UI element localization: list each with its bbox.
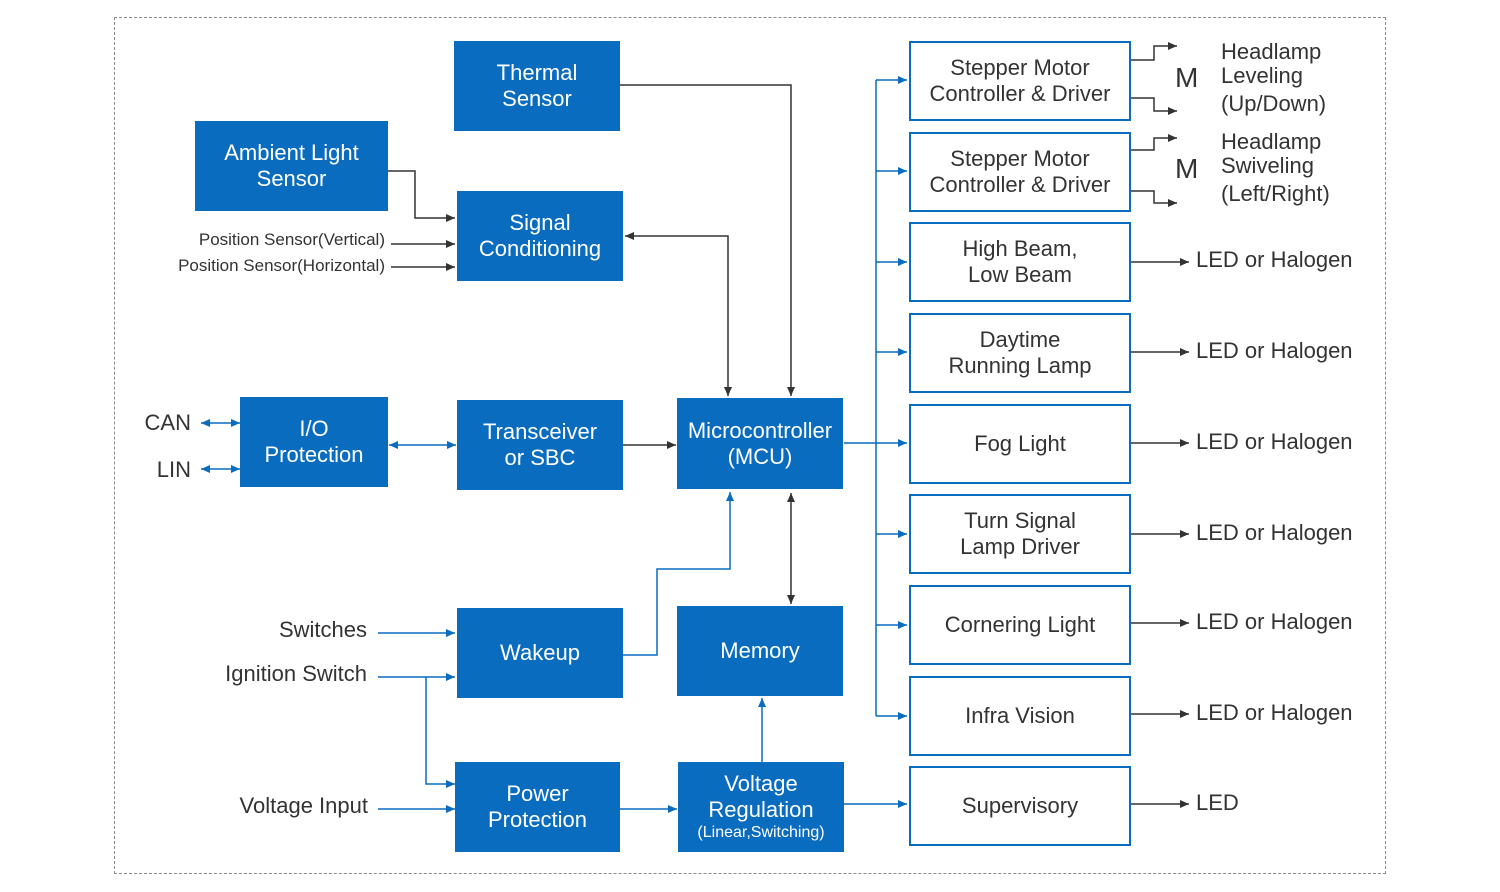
driver-line-1: Cornering Light	[944, 612, 1096, 637]
output-led-or-halogen: LED or Halogen	[1196, 700, 1353, 725]
ambient-light-sensor-line-1: Ambient Light	[224, 140, 359, 165]
infra-vision-driver: Infra Vision	[909, 676, 1131, 756]
voltage-regulation-subtitle: (Linear,Switching)	[697, 824, 825, 841]
position-sensor-horizontal-label: Position Sensor(Horizontal)	[178, 256, 385, 275]
ambient-light-sensor-line-2: Sensor	[256, 166, 327, 191]
signal-conditioning-block: Signal Conditioning	[457, 191, 623, 281]
memory-block: Memory	[677, 606, 843, 696]
wakeup-block: Wakeup	[457, 608, 623, 698]
output-led-or-halogen: LED or Halogen	[1196, 520, 1353, 545]
driver-line-1: High Beam,	[962, 236, 1078, 261]
lin-label: LIN	[156, 457, 191, 482]
voltage-regulation-block: Voltage Regulation (Linear,Switching)	[678, 762, 844, 852]
headlamp-leveling-line-2: Leveling	[1221, 63, 1303, 88]
microcontroller-line-1: Microcontroller	[687, 417, 833, 443]
driver-line-2: Controller & Driver	[929, 81, 1111, 106]
turn-signal-lamp-driver: Turn Signal Lamp Driver	[909, 494, 1131, 574]
driver-line-2: Running Lamp	[948, 353, 1092, 378]
memory-label: Memory	[720, 638, 800, 663]
driver-line-1: Supervisory	[961, 793, 1079, 818]
driver-line-1: Daytime	[979, 327, 1061, 352]
headlamp-leveling-line-3: (Up/Down)	[1221, 91, 1327, 116]
wakeup-label: Wakeup	[500, 640, 580, 665]
stepper-motor-driver-leveling: Stepper Motor Controller & Driver	[909, 41, 1131, 121]
cornering-light-driver: Cornering Light	[909, 585, 1131, 665]
thermal-sensor-line-1: Thermal	[496, 60, 578, 85]
headlamp-swiveling-line-1: Headlamp	[1221, 129, 1322, 154]
voltage-regulation-line-2: Regulation	[708, 797, 814, 822]
power-protection-block: Power Protection	[455, 762, 620, 852]
power-protection-line-1: Power	[506, 781, 569, 806]
driver-line-2: Low Beam	[968, 262, 1072, 287]
diagram-frame	[114, 17, 1386, 874]
microcontroller-line-2: (MCU)	[727, 443, 793, 469]
power-protection-line-2: Protection	[487, 807, 588, 832]
io-protection-line-2: Protection	[264, 442, 364, 467]
can-label: CAN	[144, 410, 191, 435]
motor-symbol-swiveling: M	[1175, 153, 1199, 184]
headlamp-swiveling-line-3: (Left/Right)	[1221, 181, 1330, 206]
output-led-or-halogen: LED or Halogen	[1196, 247, 1353, 272]
io-protection-line-1: I/O	[299, 416, 329, 441]
io-protection-block: I/O Protection	[240, 397, 388, 487]
driver-line-1: Turn Signal	[964, 508, 1076, 533]
transceiver-line-2: or SBC	[504, 445, 576, 470]
stepper-motor-driver-swiveling: Stepper Motor Controller & Driver	[909, 132, 1131, 212]
fog-light-driver: Fog Light	[909, 404, 1131, 484]
transceiver-block: Transceiver or SBC	[457, 400, 623, 490]
signal-conditioning-line-2: Conditioning	[478, 236, 602, 261]
transceiver-line-1: Transceiver	[482, 419, 598, 444]
voltage-regulation-line-1: Voltage	[724, 771, 798, 796]
thermal-sensor-line-2: Sensor	[502, 86, 572, 111]
driver-line-1: Stepper Motor	[950, 55, 1090, 80]
supervisory-driver: Supervisory	[909, 766, 1131, 846]
driver-line-1: Stepper Motor	[950, 146, 1090, 171]
driver-line-2: Controller & Driver	[929, 172, 1111, 197]
output-led-or-halogen: LED or Halogen	[1196, 429, 1353, 454]
ambient-light-sensor-block: Ambient Light Sensor	[195, 121, 388, 211]
output-led-or-halogen: LED or Halogen	[1196, 338, 1353, 363]
output-led: LED	[1196, 790, 1239, 815]
position-sensor-vertical-label: Position Sensor(Vertical)	[198, 230, 385, 249]
headlamp-leveling-line-1: Headlamp	[1221, 39, 1322, 64]
voltage-input-label: Voltage Input	[239, 793, 368, 818]
high-low-beam-driver: High Beam, Low Beam	[909, 222, 1131, 302]
output-led-or-halogen: LED or Halogen	[1196, 609, 1353, 634]
ignition-switch-label: Ignition Switch	[225, 661, 367, 686]
thermal-sensor-block: Thermal Sensor	[454, 41, 620, 131]
switches-label: Switches	[278, 617, 367, 642]
microcontroller-block: Microcontroller (MCU)	[677, 398, 843, 489]
driver-line-2: Lamp Driver	[960, 534, 1080, 559]
driver-line-1: Infra Vision	[965, 703, 1075, 728]
driver-line-1: Fog Light	[974, 431, 1066, 456]
daytime-running-lamp-driver: Daytime Running Lamp	[909, 313, 1131, 393]
motor-symbol-leveling: M	[1175, 62, 1199, 93]
headlamp-swiveling-line-2: Swiveling	[1221, 153, 1314, 178]
signal-conditioning-line-1: Signal	[509, 210, 571, 235]
